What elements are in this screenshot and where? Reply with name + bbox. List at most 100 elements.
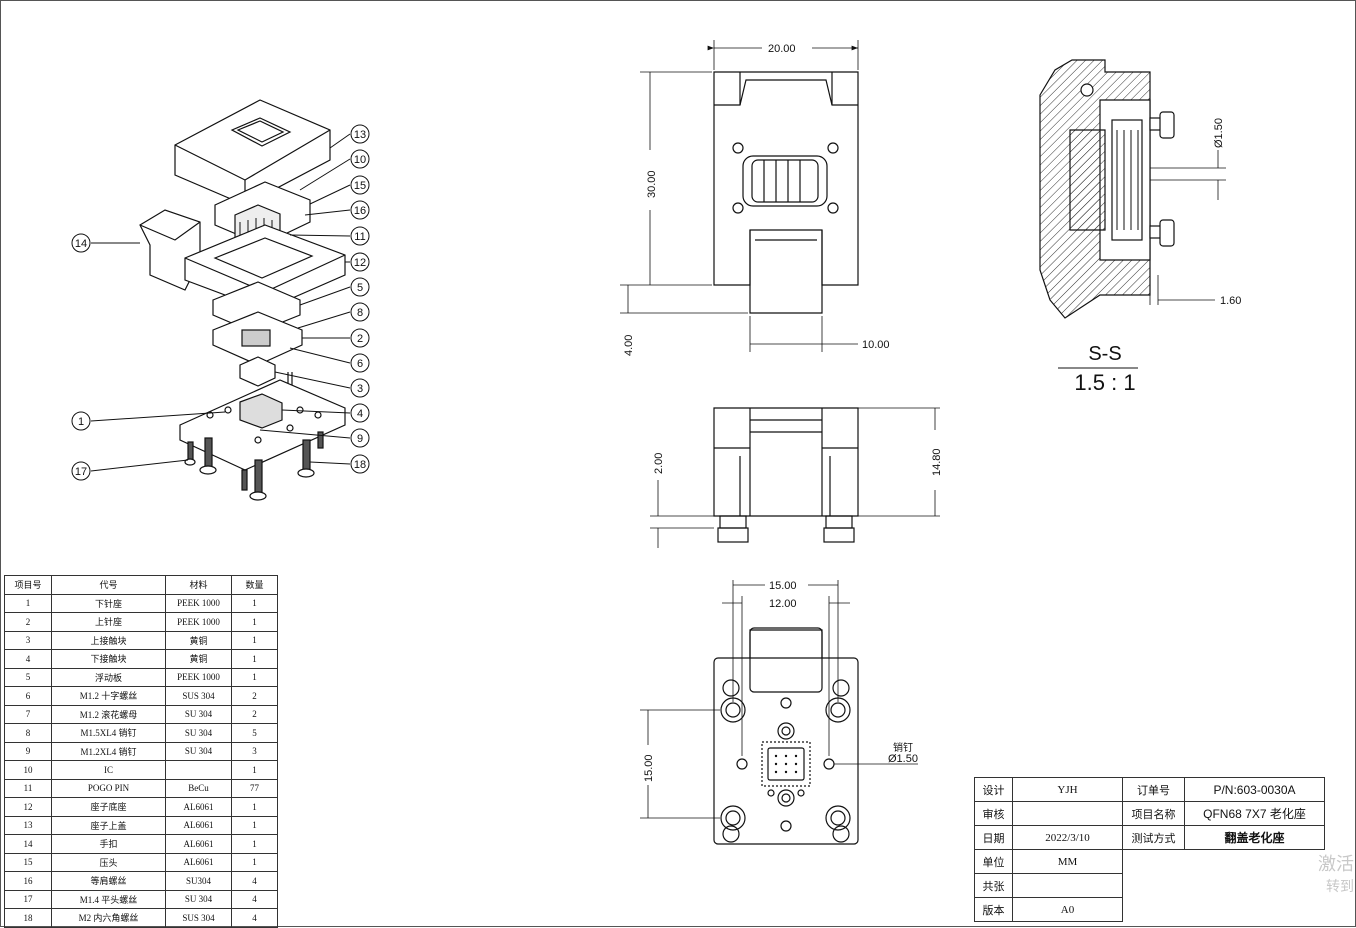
bom-cell: 8 xyxy=(4,723,52,743)
bom-cell: 13 xyxy=(4,815,52,835)
bom-cell: 1 xyxy=(231,852,278,872)
sheets-label: 共张 xyxy=(974,873,1013,898)
bom-cell: 4 xyxy=(231,871,278,891)
balloon-label: 9 xyxy=(357,433,363,445)
bom-cell: 2 xyxy=(231,704,278,724)
bom-cell: PEEK 1000 xyxy=(165,612,232,632)
bom-cell: 黄铜 xyxy=(165,649,232,669)
bom-cell: 9 xyxy=(4,741,52,761)
bom-header-cell: 项目号 xyxy=(4,575,52,595)
bottom-view xyxy=(713,627,859,845)
test-label: 测试方式 xyxy=(1122,825,1185,850)
section-name: S-S xyxy=(1088,343,1122,365)
design-label: 设计 xyxy=(974,777,1013,802)
bom-cell: 座子底座 xyxy=(51,797,166,817)
dim-side-left: 2.00 xyxy=(653,453,665,474)
balloon-label: 4 xyxy=(357,408,363,420)
dim-bottom-outer: 15.00 xyxy=(769,580,797,592)
bom-cell: 1 xyxy=(231,649,278,669)
bom-cell: 下接触块 xyxy=(51,649,166,669)
bom-cell: AL6061 xyxy=(165,852,232,872)
balloon-label: 14 xyxy=(75,238,87,250)
bom-cell: M1.2 滚花螺母 xyxy=(51,704,166,724)
bom-cell: PEEK 1000 xyxy=(165,667,232,687)
bom-cell: 1 xyxy=(231,612,278,632)
bom-cell: 4 xyxy=(231,889,278,909)
bom-cell: SUS 304 xyxy=(165,686,232,706)
balloon-label: 2 xyxy=(357,333,363,345)
review-value xyxy=(1012,801,1123,826)
dim-front-width: 20.00 xyxy=(768,43,796,55)
bom-cell: 3 xyxy=(231,741,278,761)
balloon-label: 13 xyxy=(354,129,366,141)
section-view xyxy=(1039,59,1175,319)
dim-bottom-height: 15.00 xyxy=(643,754,655,782)
bom-header-row: 项目号代号材料数量 xyxy=(4,575,278,595)
bom-cell: BeCu xyxy=(165,778,232,798)
watermark-line2: 转到 xyxy=(1326,879,1354,895)
title-block-blank xyxy=(1122,849,1325,922)
test-value: 翻盖老化座 xyxy=(1184,825,1325,850)
bom-cell: 1 xyxy=(4,593,52,613)
bom-cell: 11 xyxy=(4,778,52,798)
bom-cell: 手扣 xyxy=(51,834,166,854)
bom-cell: M1.2 十字螺丝 xyxy=(51,686,166,706)
side-view xyxy=(713,407,859,543)
bom-cell xyxy=(165,760,232,780)
exploded-view xyxy=(139,99,346,501)
bom-cell: 1 xyxy=(231,797,278,817)
bom-cell: 压头 xyxy=(51,852,166,872)
side-dims xyxy=(650,407,940,548)
balloon-group xyxy=(71,124,370,481)
sheets-value xyxy=(1012,873,1123,898)
order-value: P/N:603-0030A xyxy=(1184,777,1325,802)
bom-cell: M1.2XL4 销钉 xyxy=(51,741,166,761)
balloon-label: 18 xyxy=(354,459,366,471)
bottom-ic-dots xyxy=(774,754,798,774)
bom-cell: 等肩螺丝 xyxy=(51,871,166,891)
bom-cell: SU 304 xyxy=(165,723,232,743)
balloon-label: 17 xyxy=(75,466,87,478)
dim-front-height: 30.00 xyxy=(646,170,658,198)
bom-cell: 座子上盖 xyxy=(51,815,166,835)
bom-cell: SU 304 xyxy=(165,704,232,724)
bom-cell: 5 xyxy=(231,723,278,743)
bom-cell: 77 xyxy=(231,778,278,798)
review-label: 审核 xyxy=(974,801,1013,826)
bom-cell: SUS 304 xyxy=(165,908,232,928)
bom-cell: 2 xyxy=(231,686,278,706)
design-value: YJH xyxy=(1012,777,1123,802)
bom-cell: 10 xyxy=(4,760,52,780)
bom-cell: 1 xyxy=(231,815,278,835)
title-block: 设计 YJH 订单号 P/N:603-0030A 审核 项目名称 QFN68 7… xyxy=(974,777,1325,922)
version-label: 版本 xyxy=(974,897,1013,922)
balloon-label: 8 xyxy=(357,307,363,319)
bom-cell: M1.4 平头螺丝 xyxy=(51,889,166,909)
bom-cell: 3 xyxy=(4,630,52,650)
bom-cell: 1 xyxy=(231,593,278,613)
bom-cell: 黄铜 xyxy=(165,630,232,650)
bom-cell: 1 xyxy=(231,834,278,854)
bom-cell: 4 xyxy=(231,908,278,928)
bom-cell: 4 xyxy=(4,649,52,669)
front-view xyxy=(713,71,859,314)
balloon-label: 12 xyxy=(354,257,366,269)
section-dims xyxy=(1149,150,1226,305)
balloon-label: 11 xyxy=(354,231,365,243)
project-value: QFN68 7X7 老化座 xyxy=(1184,801,1325,826)
bom-cell: 17 xyxy=(4,889,52,909)
balloon-label: 16 xyxy=(354,205,366,217)
bom-cell: M2 内六角螺丝 xyxy=(51,908,166,928)
